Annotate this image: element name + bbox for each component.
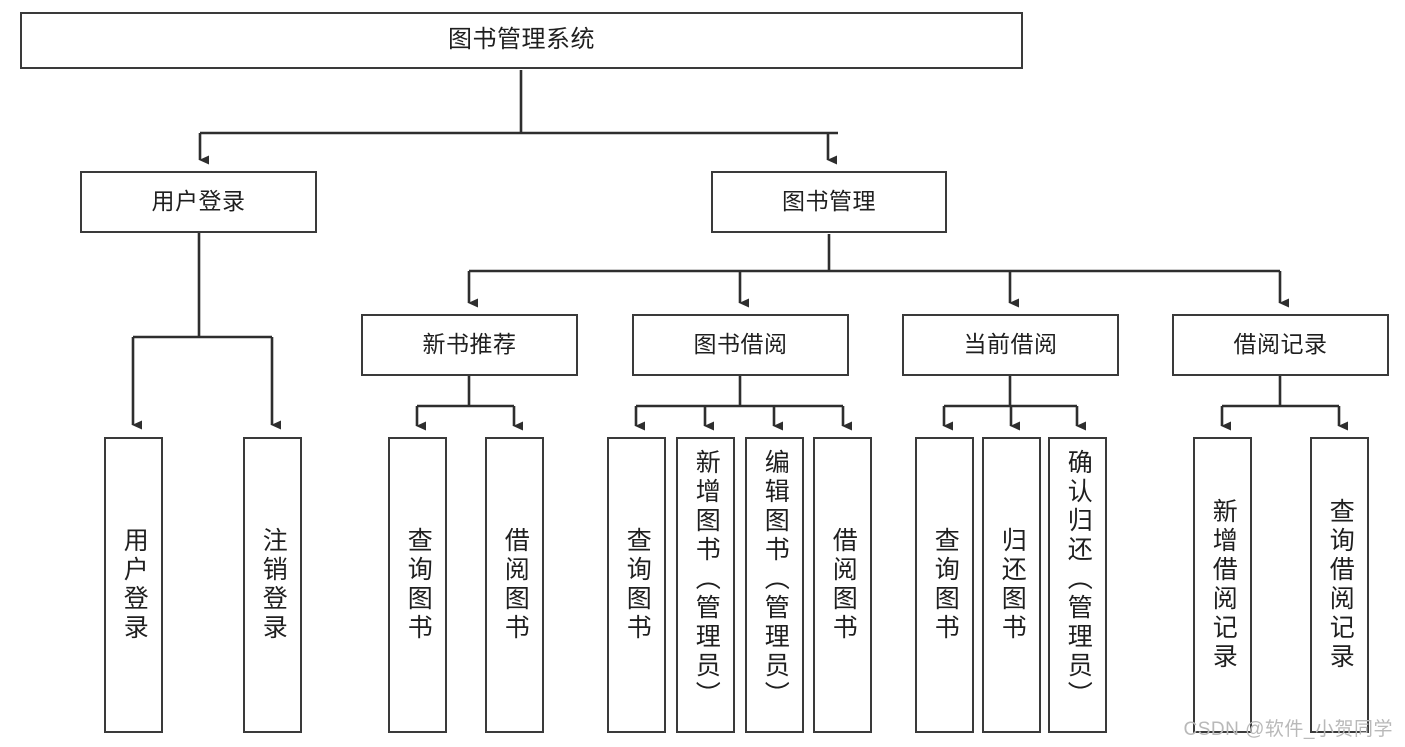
node-user-login-label: 用户登录 <box>151 188 246 215</box>
leaf-query-book-1[interactable]: 查询图书 <box>388 437 447 733</box>
leaf-logout-login[interactable]: 注销登录 <box>243 437 302 733</box>
node-book-borrow[interactable]: 图书借阅 <box>632 314 849 376</box>
node-book-manage[interactable]: 图书管理 <box>711 171 947 233</box>
leaf-user-login-label: 用户登录 <box>120 527 149 643</box>
leaf-query-record[interactable]: 查询借阅记录 <box>1310 437 1369 733</box>
leaf-return-book-label: 归还图书 <box>998 527 1027 643</box>
node-new-book-recommend[interactable]: 新书推荐 <box>361 314 578 376</box>
leaf-confirm-return-label: 确认归还（管理员） <box>1064 449 1093 710</box>
leaf-edit-book[interactable]: 编辑图书（管理员） <box>745 437 804 733</box>
leaf-query-book-3[interactable]: 查询图书 <box>915 437 974 733</box>
leaf-return-book[interactable]: 归还图书 <box>982 437 1041 733</box>
leaf-logout-login-label: 注销登录 <box>259 527 288 643</box>
node-borrow-record[interactable]: 借阅记录 <box>1172 314 1389 376</box>
node-new-book-recommend-label: 新书推荐 <box>422 331 517 358</box>
leaf-add-record-label: 新增借阅记录 <box>1209 498 1238 672</box>
node-root[interactable]: 图书管理系统 <box>20 12 1023 69</box>
node-borrow-record-label: 借阅记录 <box>1233 331 1328 358</box>
leaf-query-book-2-label: 查询图书 <box>623 527 652 643</box>
leaf-add-book-label: 新增图书（管理员） <box>692 449 721 710</box>
watermark-text: CSDN @软件_小贺同学 <box>1183 719 1393 740</box>
leaf-user-login[interactable]: 用户登录 <box>104 437 163 733</box>
node-book-borrow-label: 图书借阅 <box>693 331 788 358</box>
leaf-query-book-3-label: 查询图书 <box>931 527 960 643</box>
leaf-confirm-return[interactable]: 确认归还（管理员） <box>1048 437 1107 733</box>
leaf-query-book-1-label: 查询图书 <box>404 527 433 643</box>
leaf-query-book-2[interactable]: 查询图书 <box>607 437 666 733</box>
node-root-label: 图书管理系统 <box>448 26 595 54</box>
node-user-login[interactable]: 用户登录 <box>80 171 317 233</box>
node-current-borrow[interactable]: 当前借阅 <box>902 314 1119 376</box>
leaf-borrow-book-2[interactable]: 借阅图书 <box>813 437 872 733</box>
leaf-borrow-book-1[interactable]: 借阅图书 <box>485 437 544 733</box>
leaf-add-record[interactable]: 新增借阅记录 <box>1193 437 1252 733</box>
leaf-edit-book-label: 编辑图书（管理员） <box>761 449 790 710</box>
node-current-borrow-label: 当前借阅 <box>963 331 1058 358</box>
node-book-manage-label: 图书管理 <box>782 188 876 215</box>
leaf-borrow-book-2-label: 借阅图书 <box>829 527 858 643</box>
leaf-query-record-label: 查询借阅记录 <box>1326 498 1355 672</box>
leaf-borrow-book-1-label: 借阅图书 <box>501 527 530 643</box>
leaf-add-book[interactable]: 新增图书（管理员） <box>676 437 735 733</box>
